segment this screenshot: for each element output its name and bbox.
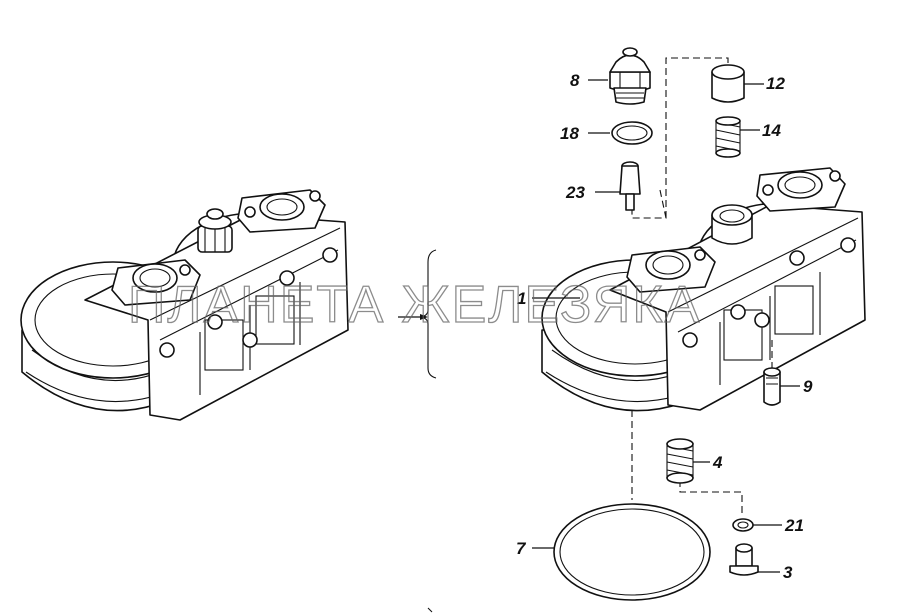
callout-3: 3 — [783, 563, 793, 582]
part-4-spring — [666, 438, 694, 484]
callout-12: 12 — [766, 74, 785, 93]
callout-21: 21 — [784, 516, 804, 535]
part-21-washer — [732, 518, 754, 532]
assembly-brace — [398, 249, 437, 379]
part-18-o-ring — [611, 121, 653, 145]
part-3-pin — [729, 543, 759, 576]
callout-1: 1 — [517, 289, 526, 308]
callout-4: 4 — [712, 453, 723, 472]
callout-7: 7 — [516, 539, 527, 558]
part-23-valve — [619, 161, 641, 211]
callout-labels: 8 18 23 12 14 1 9 4 21 3 7 — [516, 71, 813, 582]
filter-housing-part-1 — [541, 167, 866, 412]
part-7-gasket-ring — [553, 503, 711, 601]
assembled-filter-housing — [20, 189, 349, 421]
part-12-bushing — [711, 64, 745, 103]
callout-9: 9 — [803, 377, 813, 396]
watermark-text: ПЛАНЕТА ЖЕЛЕЗЯКА — [128, 276, 701, 334]
callout-23: 23 — [565, 183, 585, 202]
callout-18: 18 — [560, 124, 579, 143]
part-14-spring — [715, 116, 741, 158]
callout-8: 8 — [570, 71, 580, 90]
part-9-sleeve — [763, 367, 781, 406]
callout-leaders — [532, 79, 800, 573]
assembly-dashed-lines — [631, 57, 773, 515]
part-8-valve-plug — [609, 47, 651, 105]
callout-14: 14 — [762, 121, 781, 140]
